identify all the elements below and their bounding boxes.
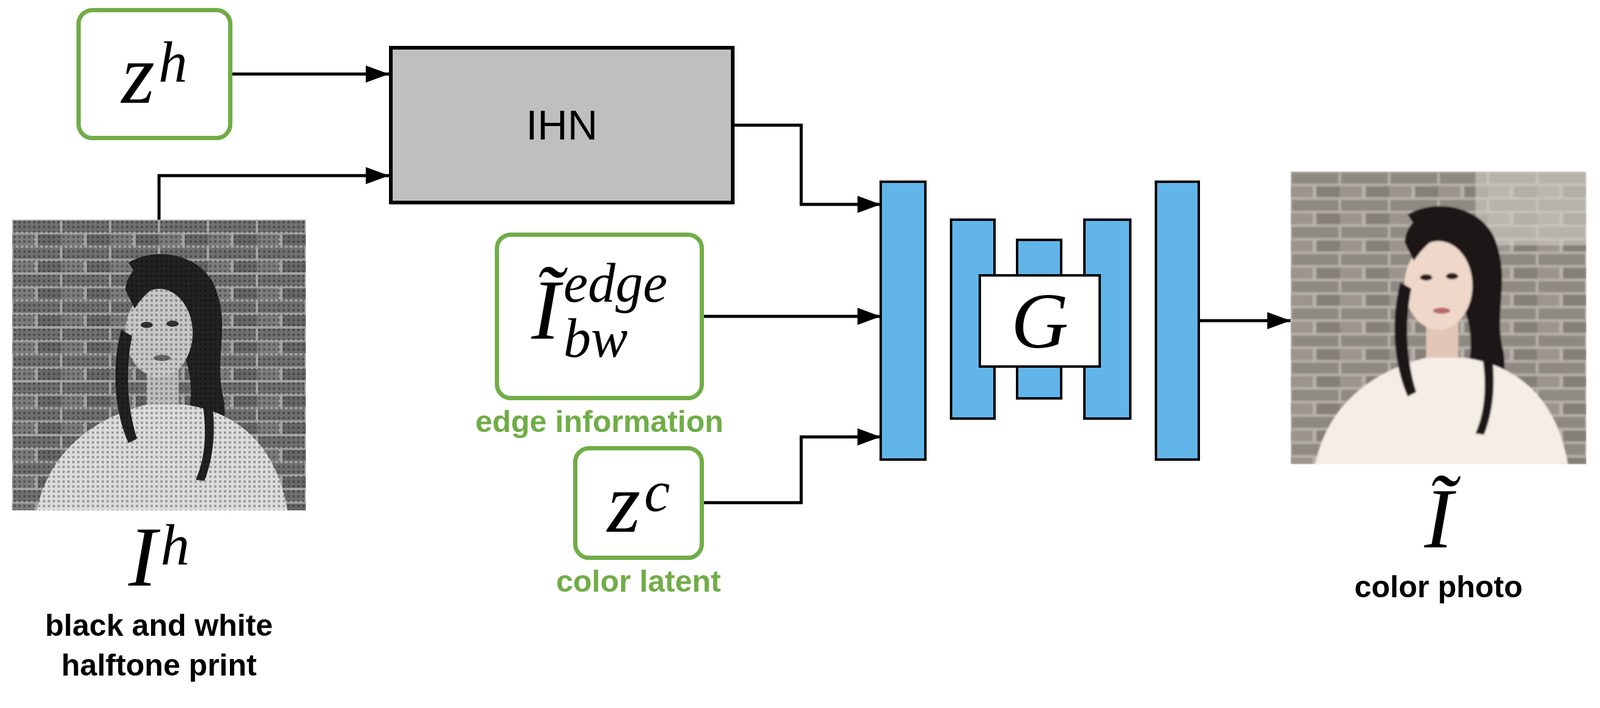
color-picture: [1290, 171, 1587, 465]
math-symbol: Ĩedgebw: [531, 266, 668, 366]
shoulders: [1314, 357, 1568, 464]
caption-stack: edge information: [475, 404, 724, 440]
arrow-connector: [159, 175, 389, 220]
network-box: IHN: [388, 45, 735, 205]
caption-stack: Ĩcolor photo: [1354, 475, 1523, 605]
math-symbol: zh: [121, 31, 188, 117]
halftone-picture: [12, 219, 306, 511]
math-letter: I: [128, 513, 158, 600]
latent-box: zh: [76, 7, 233, 141]
math-letter: z: [121, 31, 155, 117]
superscript: c: [644, 462, 670, 521]
caption-text: color latent: [555, 563, 721, 600]
caption-stack: color latent: [555, 563, 721, 600]
brick-wall: [12, 219, 306, 511]
arrow-connector: [703, 314, 881, 319]
script-column: c: [644, 459, 670, 521]
math-letter: z: [607, 459, 641, 546]
halftone-dots: [12, 219, 306, 511]
script-column: h: [158, 31, 188, 92]
math-letter: Ĩ: [531, 266, 561, 353]
latent-box: color latentzc: [573, 445, 704, 560]
edge-box: edge informationĨedgebw: [494, 232, 704, 400]
generator-network: G: [880, 181, 1199, 460]
hair: [1404, 209, 1479, 261]
caption-text: black and white halftone print: [18, 605, 300, 686]
mouth: [1433, 307, 1451, 314]
generator-label: G: [978, 274, 1101, 368]
brick-wall: [1290, 171, 1587, 465]
superscript: edge: [563, 255, 668, 311]
arrow-connector: [703, 436, 881, 503]
math-symbol: Ĩ: [1424, 475, 1454, 561]
generator-layers: [880, 181, 1199, 460]
network-label: IHN: [525, 100, 598, 151]
math-symbol: Ih: [128, 513, 190, 600]
eye: [1445, 272, 1459, 279]
math-letter: Ĩ: [1424, 475, 1454, 561]
superscript: h: [158, 33, 188, 92]
arrow-connector: [734, 125, 881, 205]
caption-text: edge information: [475, 404, 724, 440]
eye: [1420, 274, 1433, 281]
script-column: h: [160, 513, 191, 575]
subscript: bw: [563, 310, 628, 366]
hair-strand: [1475, 325, 1494, 435]
layer-bar: [880, 181, 926, 460]
superscript: h: [160, 516, 191, 575]
caption-stack: Ihblack and white halftone print: [18, 513, 300, 686]
output-image: Ĩcolor photo: [1290, 171, 1587, 465]
arrow-connector: [232, 72, 389, 76]
arrow-connector: [1198, 319, 1291, 323]
input-image: Ihblack and white halftone print: [12, 219, 306, 511]
script-column: edgebw: [563, 266, 668, 366]
layer-bar: [1155, 181, 1199, 460]
math-symbol: zc: [607, 459, 671, 546]
caption-text: color photo: [1354, 569, 1523, 605]
hair-strand: [1394, 281, 1417, 396]
